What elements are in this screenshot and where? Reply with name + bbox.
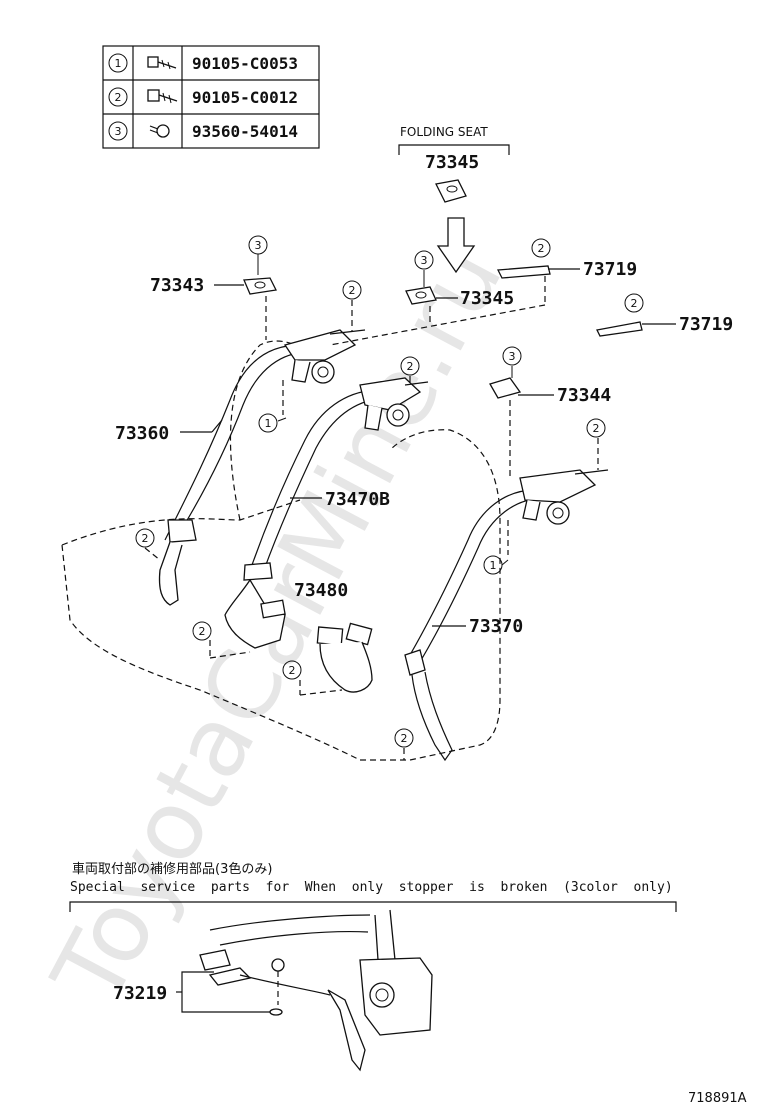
- bolt-icon: [147, 56, 177, 70]
- belt-73470b: [224, 377, 429, 649]
- ref-circle-2: 2: [394, 728, 414, 748]
- callout-73219: 73219: [113, 983, 167, 1004]
- folding-seat-part-number: 73345: [425, 152, 479, 173]
- fastener-table: 1 90105-C0053 2 90105-C0012 3: [102, 45, 320, 149]
- folding-seat-group: FOLDING SEAT 73345: [398, 125, 510, 274]
- callout-73719-lower: 73719: [679, 314, 733, 335]
- ref-circle-2: 2: [192, 621, 212, 641]
- belt-73370: [404, 469, 609, 762]
- cover-73343: [243, 277, 277, 295]
- service-note-japanese: 車両取付部の補修用部品(3色のみ): [72, 861, 272, 877]
- table-row: 3 93560-54014: [108, 121, 298, 141]
- ref-circle-3: 3: [414, 250, 434, 270]
- cover-73719-upper: [496, 265, 551, 279]
- down-arrow-icon: [436, 217, 476, 274]
- ref-circle-1: 1: [258, 413, 278, 433]
- buckle-73480: [316, 622, 373, 693]
- svg-text:2: 2: [349, 284, 356, 297]
- service-note-bracket: [69, 901, 677, 912]
- stopper-detail: 73219: [113, 909, 433, 1072]
- svg-text:1: 1: [490, 559, 497, 572]
- callout-73719-upper: 73719: [583, 259, 637, 280]
- svg-text:2: 2: [631, 297, 638, 310]
- svg-text:2: 2: [289, 664, 296, 677]
- cover-73719-lower: [596, 321, 643, 337]
- connector-lines: [144, 254, 599, 760]
- ref-circle-3: 3: [502, 346, 522, 366]
- table-row: 1 90105-C0053: [108, 53, 298, 73]
- callout-73343: 73343: [150, 275, 204, 296]
- svg-text:3: 3: [421, 254, 428, 267]
- leader-lines: [180, 268, 676, 627]
- ref-circle-2: 2: [531, 238, 551, 258]
- part-number: 90105-C0012: [192, 88, 298, 107]
- ref-circle-2: 2: [586, 418, 606, 438]
- diagram-id: 718891A: [688, 1091, 747, 1106]
- belt-73360: [158, 329, 366, 606]
- svg-text:2: 2: [401, 732, 408, 745]
- ref-circle-1: 1: [483, 555, 503, 575]
- ref-circle-2: 2: [400, 356, 420, 376]
- folding-seat-label: FOLDING SEAT: [400, 125, 488, 139]
- stopper-73219-upper: [199, 949, 231, 971]
- cover-73344: [489, 377, 522, 399]
- svg-text:2: 2: [407, 360, 414, 373]
- part-number: 90105-C0053: [192, 54, 298, 73]
- ref-circle-2: 2: [342, 280, 362, 300]
- callout-73470b: 73470B: [325, 489, 390, 510]
- svg-text:2: 2: [142, 532, 149, 545]
- table-row: 2 90105-C0012: [108, 87, 298, 107]
- bracket-73345-top: [435, 179, 467, 203]
- screw-icon: [149, 124, 170, 138]
- callout-73370: 73370: [469, 616, 523, 637]
- ref-circle-2: 2: [624, 293, 644, 313]
- ref-circle-3: 3: [248, 235, 268, 255]
- ref-number: 1: [115, 57, 122, 70]
- ref-circle-2: 2: [135, 528, 155, 548]
- ref-number: 3: [115, 125, 122, 138]
- svg-text:3: 3: [509, 350, 516, 363]
- ref-number: 2: [115, 91, 122, 104]
- callout-73480: 73480: [294, 580, 348, 601]
- svg-text:1: 1: [265, 417, 272, 430]
- callout-73344: 73344: [557, 385, 611, 406]
- part-number: 93560-54014: [192, 122, 298, 141]
- svg-text:2: 2: [593, 422, 600, 435]
- service-note-english: Special service parts for When only stop…: [70, 880, 673, 895]
- svg-text:2: 2: [538, 242, 545, 255]
- callout-73360: 73360: [115, 423, 169, 444]
- ref-circles: 3 3 3 2 2 2 2 2 2 2 2 2 1 1: [135, 235, 644, 748]
- cover-73345: [405, 286, 437, 305]
- ref-circle-2: 2: [282, 660, 302, 680]
- svg-text:2: 2: [199, 625, 206, 638]
- bolt-icon: [147, 89, 178, 104]
- callout-73345: 73345: [460, 288, 514, 309]
- svg-text:3: 3: [255, 239, 262, 252]
